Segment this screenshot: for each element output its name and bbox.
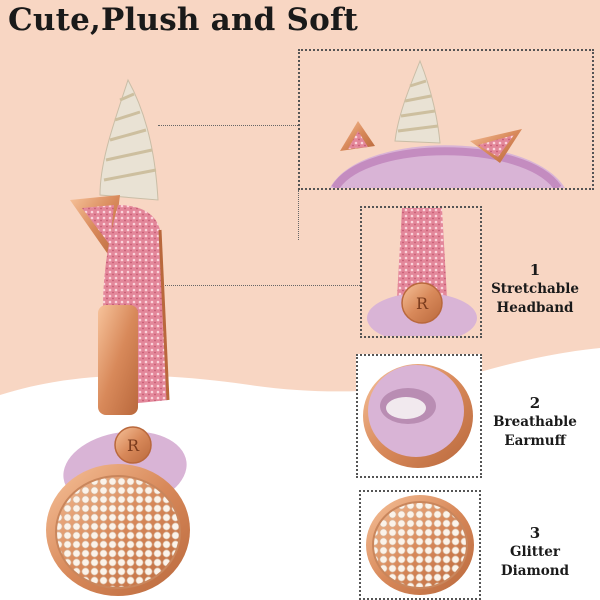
feature-number: 3 <box>529 524 541 542</box>
r-logo-hinge <box>114 426 152 464</box>
feature-text-line2: Headband <box>496 300 574 316</box>
feature-number: 2 <box>529 394 541 412</box>
unicorn-horn <box>99 78 159 201</box>
feature-text-line1: Glitter <box>510 544 560 560</box>
earmuff-closeup-image <box>363 364 473 468</box>
feature-1-label: 1 Stretchable Headband <box>480 260 590 318</box>
leader-line-headband <box>165 285 360 286</box>
feature-text-line1: Stretchable <box>491 281 579 297</box>
headband-slider <box>98 305 138 415</box>
leader-line-horn <box>158 125 298 126</box>
feature-2-label: 2 Breathable Earmuff <box>480 393 590 451</box>
page-title: Cute,Plush and Soft <box>8 2 359 38</box>
feature-3-label: 3 Glitter Diamond <box>480 523 590 581</box>
horn-closeup-image <box>330 59 565 188</box>
headband-detail-box: R <box>360 206 482 338</box>
logo-letter-small: R <box>416 294 429 313</box>
diamond-closeup-image <box>366 495 474 595</box>
feature-text-line2: Diamond <box>500 563 570 579</box>
feature-text-line2: Earmuff <box>504 433 566 449</box>
earmuff-detail-box <box>356 354 482 478</box>
diamond-detail-box <box>359 490 481 600</box>
logo-letter: R <box>127 436 140 455</box>
feature-text-line1: Breathable <box>493 414 577 430</box>
headband-closeup-image: R <box>367 208 477 336</box>
leader-line-vertical <box>298 190 299 240</box>
feature-number: 1 <box>529 261 541 279</box>
horn-detail-box <box>298 49 594 190</box>
